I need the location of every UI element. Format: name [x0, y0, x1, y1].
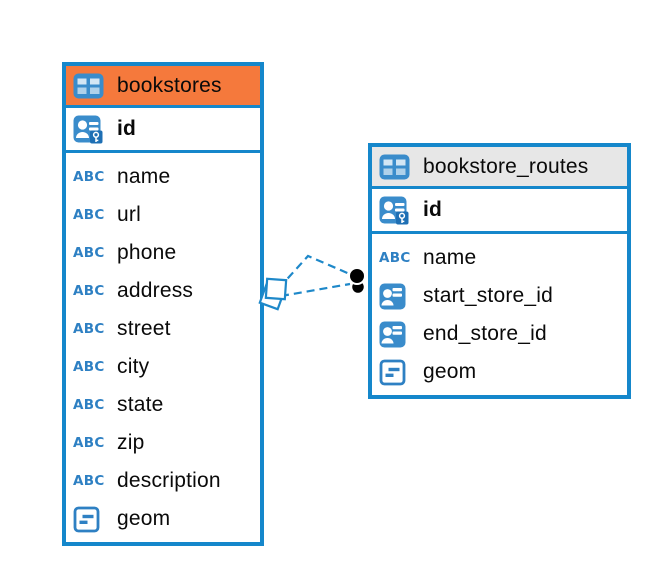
geometry-icon — [73, 506, 109, 533]
abc-icon: ABC — [73, 435, 105, 451]
column-name: description — [117, 469, 221, 492]
abc-icon: ABC — [73, 473, 105, 489]
column-name: city — [117, 355, 150, 378]
table-name: bookstore_routes — [423, 154, 589, 178]
foreign-key-icon — [379, 283, 415, 310]
column-name: end_store_id — [423, 322, 547, 345]
abc-icon: ABC — [73, 321, 105, 337]
column-name: geom — [423, 360, 477, 383]
geometry-icon — [379, 359, 415, 386]
column-row-name[interactable]: ABC name — [66, 158, 260, 196]
column-name: state — [117, 393, 164, 416]
column-name: geom — [117, 507, 171, 530]
column-name: address — [117, 279, 194, 302]
table-icon — [73, 73, 109, 99]
column-row-url[interactable]: ABC url — [66, 196, 260, 234]
table-header[interactable]: bookstore_routes — [372, 147, 627, 189]
abc-icon: ABC — [73, 359, 105, 375]
primary-key-icon — [73, 114, 109, 144]
abc-icon: ABC — [73, 169, 105, 185]
column-row-address[interactable]: ABC address — [66, 272, 260, 310]
column-name: phone — [117, 241, 177, 264]
column-row-geom[interactable]: geom — [372, 353, 627, 391]
column-row-zip[interactable]: ABC zip — [66, 424, 260, 462]
column-row-description[interactable]: ABC description — [66, 462, 260, 500]
relationship-line[interactable] — [280, 282, 351, 298]
column-row-street[interactable]: ABC street — [66, 310, 260, 348]
column-row-state[interactable]: ABC state — [66, 386, 260, 424]
column-row-id[interactable]: id — [66, 108, 260, 153]
column-row-name[interactable]: ABC name — [372, 239, 627, 277]
table-bookstore-routes[interactable]: bookstore_routes id ABC name start_store_i… — [368, 143, 631, 399]
column-row-geom[interactable]: geom — [66, 500, 260, 538]
abc-icon: ABC — [73, 245, 105, 261]
table-icon — [379, 154, 415, 180]
column-name: id — [117, 117, 137, 140]
column-name: name — [423, 246, 477, 269]
column-name: url — [117, 203, 141, 226]
column-name: name — [117, 165, 171, 188]
column-row-start_store_id[interactable]: start_store_id — [372, 277, 627, 315]
column-row-phone[interactable]: ABC phone — [66, 234, 260, 272]
abc-icon: ABC — [73, 283, 105, 299]
column-name: zip — [117, 431, 145, 454]
column-name: id — [423, 198, 443, 221]
primary-key-icon — [379, 195, 415, 225]
abc-icon: ABC — [73, 207, 105, 223]
table-name: bookstores — [117, 73, 222, 97]
column-row-city[interactable]: ABC city — [66, 348, 260, 386]
column-row-id[interactable]: id — [372, 189, 627, 234]
relationship-dot-marker[interactable] — [348, 267, 366, 295]
abc-icon: ABC — [379, 250, 411, 266]
column-name: street — [117, 317, 171, 340]
column-name: start_store_id — [423, 284, 554, 307]
abc-icon: ABC — [73, 397, 105, 413]
foreign-key-icon — [379, 321, 415, 348]
table-header[interactable]: bookstores — [66, 66, 260, 108]
relationship-line[interactable] — [278, 254, 353, 289]
column-row-end_store_id[interactable]: end_store_id — [372, 315, 627, 353]
